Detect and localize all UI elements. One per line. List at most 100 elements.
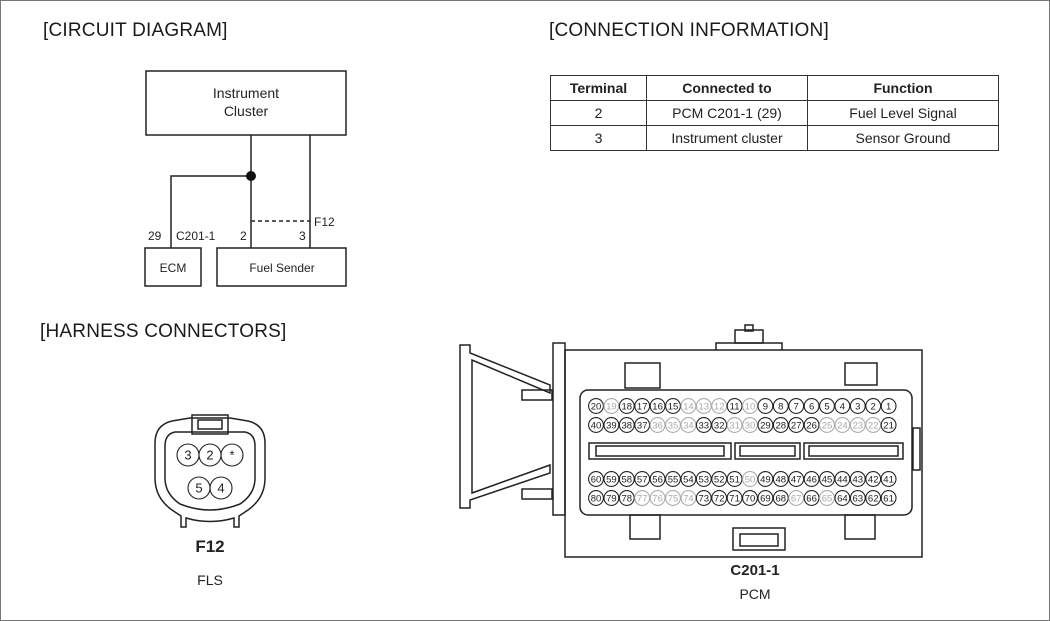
c201-pin-label: 30: [745, 420, 756, 431]
c201-pin-label: 73: [699, 493, 710, 504]
c201-pin-label: 32: [714, 420, 725, 431]
c201-pin-label: 80: [591, 493, 602, 504]
cluster-label-2: Cluster: [224, 103, 269, 119]
c201-channel-right-inner: [808, 445, 899, 457]
c201-pin-label: 40: [591, 420, 602, 431]
c201-pin-circle: [618, 398, 635, 414]
c201-pin-label: 71: [729, 493, 740, 504]
f12-pin-circle: [220, 443, 244, 467]
c201-pin-circle: [634, 471, 651, 487]
c201-pin-circle: [788, 490, 805, 506]
f12-latch: [191, 414, 229, 435]
c201-pin-label: 61: [883, 493, 894, 504]
cell-terminal: 2: [550, 100, 647, 126]
c201-pin-label: 53: [699, 474, 710, 485]
f12-inner-shell: [164, 431, 256, 511]
c201-pin-circle: [757, 398, 774, 414]
f12-pin-label: 4: [217, 481, 224, 496]
header-connected-to: Connected to: [646, 75, 808, 101]
c201-body: [564, 349, 923, 558]
c201-pin-circle: [880, 490, 897, 506]
c201-pin-circle: [803, 398, 820, 414]
c201-pin-label: 25: [822, 420, 833, 431]
c201-body-left-rail: [552, 342, 566, 516]
c201-pin-circle: [742, 398, 758, 414]
f12-connector: [154, 414, 266, 528]
c201-pin-circle: [603, 417, 620, 433]
c201-pin-label: 31: [729, 420, 740, 431]
c201-pin-circle: [834, 490, 851, 506]
c201-pin-circle: [834, 398, 851, 414]
c201-pin-label: 20: [591, 401, 602, 412]
c201-bottom-key: [732, 527, 786, 551]
fuel-sender-label: Fuel Sender: [249, 261, 314, 275]
c201-pin-circle: [880, 417, 897, 433]
c201-pin-label: 4: [840, 401, 845, 412]
c201-pin-label: 16: [652, 401, 663, 412]
table-header-row: Terminal Connected to Function: [550, 75, 999, 101]
c201-channel-mid: [734, 442, 801, 460]
c201-pin-label: 79: [606, 493, 617, 504]
c201-pin-circle: [865, 417, 882, 433]
pin-sender-a-label: 2: [240, 229, 247, 243]
c201-pin-label: 15: [668, 401, 679, 412]
c201-pin-circle: [819, 471, 835, 487]
c201-pin-label: 7: [794, 401, 799, 412]
c201-pin-label: 33: [699, 420, 710, 431]
c201-pin-circle: [772, 417, 789, 433]
f12-pin-label: 2: [206, 448, 213, 463]
c201-pin-circle: [711, 417, 728, 433]
c201-pin-label: 41: [883, 474, 894, 485]
c201-pin-label: 51: [729, 474, 740, 485]
cell-function: Sensor Ground: [807, 125, 999, 151]
c201-pin-label: 29: [760, 420, 771, 431]
c201-pin-circle: [726, 490, 743, 506]
c201-pin-label: 36: [652, 420, 663, 431]
f12-pin-label: *: [229, 448, 234, 463]
c201-pin-circle: [588, 490, 604, 506]
c201-pin-circle: [618, 417, 635, 433]
c201-pin-label: 66: [806, 493, 817, 504]
c201-pin-circle: [742, 417, 758, 433]
c201-pin-label: 50: [745, 474, 756, 485]
c201-pin-circle: [695, 417, 712, 433]
c201-pin-circle: [803, 417, 820, 433]
c201-bracket-pin-top: [521, 389, 553, 401]
c201-pin-circle: [695, 398, 712, 414]
c201-pin-label: 70: [745, 493, 756, 504]
c201-pin-circle: [665, 490, 681, 506]
f12-pin-label: 5: [195, 481, 202, 496]
c201-pin-circle: [757, 471, 774, 487]
c201-notch-bottom-left: [629, 514, 661, 540]
c201-pin-circle: [588, 471, 604, 487]
c201-pin-label: 18: [622, 401, 633, 412]
c201-pin-label: 5: [824, 401, 829, 412]
c201-pin-circle: [803, 490, 820, 506]
c201-pin-label: 22: [868, 420, 879, 431]
c201-pin-label: 52: [714, 474, 725, 485]
c201-pin-circle: [849, 490, 866, 506]
c201-pin-label: 8: [778, 401, 783, 412]
c201-bracket-pin-bottom: [521, 488, 553, 500]
c201-pin-label: 21: [883, 420, 894, 431]
c201-pin-label: 42: [868, 474, 879, 485]
c201-notch-top-right: [844, 362, 878, 386]
c201-pin-label: 62: [868, 493, 879, 504]
harness-connectors-title: [HARNESS CONNECTORS]: [40, 321, 287, 342]
c201-pin-label: 59: [606, 474, 617, 485]
c201-pin-label: 43: [853, 474, 864, 485]
c201-pin-label: 49: [760, 474, 771, 485]
c201-pin-label: 69: [760, 493, 771, 504]
c201-pin-circle: [819, 398, 835, 414]
f12-pin-circle: [209, 476, 233, 500]
c201-pin-circle: [649, 471, 666, 487]
c201-pin-circle: [865, 398, 882, 414]
c201-pin-circle: [819, 417, 835, 433]
c201-pin-circle: [634, 490, 651, 506]
c201-notch-bottom-right: [844, 514, 876, 540]
c201-pin-label: 2: [871, 401, 876, 412]
c201-top-latch-tip: [744, 324, 754, 332]
c201-pin-circle: [788, 471, 805, 487]
header-terminal: Terminal: [550, 75, 647, 101]
